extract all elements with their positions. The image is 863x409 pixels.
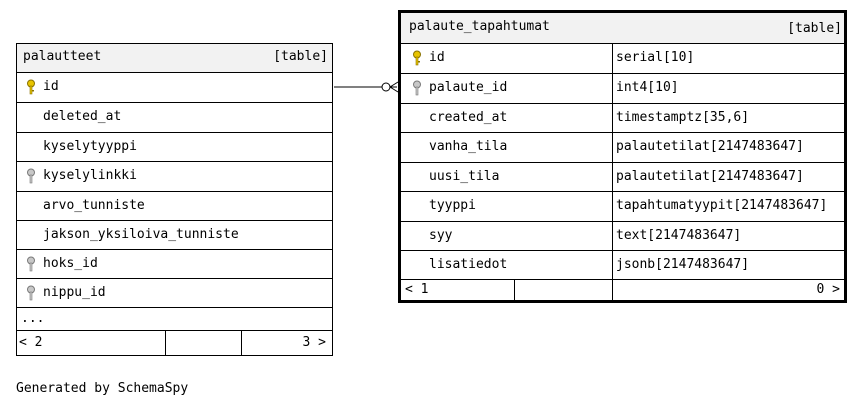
- table-footer: < 1 0 >: [401, 280, 844, 300]
- column-name: uusi_tila: [429, 169, 500, 184]
- foreign-key-icon: [27, 256, 35, 272]
- column-row: deleted_at: [17, 103, 332, 132]
- column-name: vanha_tila: [429, 139, 508, 154]
- column-row: arvo_tunniste: [17, 192, 332, 221]
- column-row: kyselylinkki: [17, 162, 332, 191]
- column-row: tyyppi tapahtumatyypit[2147483647]: [401, 192, 844, 221]
- column-name: created_at: [429, 110, 508, 125]
- column-row: kyselytyyppi: [17, 133, 332, 162]
- column-name: lisatiedot: [429, 257, 508, 272]
- column-row: syy text[2147483647]: [401, 222, 844, 251]
- column-type: palautetilat[2147483647]: [616, 139, 804, 154]
- zero-or-many-marker: [381, 82, 391, 92]
- primary-key-icon: [413, 50, 421, 66]
- column-row: vanha_tila palautetilat[2147483647]: [401, 133, 844, 162]
- column-type: int4[10]: [616, 80, 679, 95]
- foreign-key-icon: [27, 168, 35, 184]
- column-row: created_at timestamptz[35,6]: [401, 104, 844, 133]
- foreign-key-icon: [413, 80, 421, 96]
- table-palaute-tapahtumat[interactable]: palaute_tapahtumat [table] id serial[10]…: [398, 10, 847, 303]
- foreign-key-icon: [27, 285, 35, 301]
- column-row: id serial[10]: [401, 44, 844, 73]
- more-indicator: ...: [21, 311, 45, 326]
- table-name: palaute_tapahtumat: [409, 19, 550, 34]
- more-columns: ...: [17, 308, 332, 330]
- column-name: tyyppi: [429, 198, 476, 213]
- column-row: nippu_id: [17, 279, 332, 308]
- table-header: palautteet [table]: [17, 44, 332, 72]
- column-name: hoks_id: [43, 256, 98, 271]
- column-name: jakson_yksiloiva_tunniste: [43, 227, 239, 242]
- column-type: text[2147483647]: [616, 228, 742, 243]
- column-row: lisatiedot jsonb[2147483647]: [401, 251, 844, 280]
- table-name: palautteet: [23, 49, 102, 64]
- generated-by-caption: Generated by SchemaSpy: [16, 381, 189, 396]
- column-row: palaute_id int4[10]: [401, 74, 844, 103]
- column-name: arvo_tunniste: [43, 198, 145, 213]
- parents-count[interactable]: < 1: [405, 282, 429, 297]
- column-name: palaute_id: [429, 80, 508, 95]
- column-name: kyselylinkki: [43, 168, 137, 183]
- column-name: id: [43, 79, 59, 94]
- column-type: serial[10]: [616, 50, 695, 65]
- table-palautteet[interactable]: palautteet [table] id deleted_at kyselyt…: [16, 43, 333, 356]
- column-type: jsonb[2147483647]: [616, 257, 750, 272]
- table-kind: [table]: [273, 49, 328, 64]
- column-row: hoks_id: [17, 250, 332, 279]
- column-name: kyselytyyppi: [43, 139, 137, 154]
- children-count[interactable]: 0 >: [816, 282, 840, 297]
- column-name: id: [429, 50, 445, 65]
- column-name: deleted_at: [43, 109, 122, 124]
- column-type: timestamptz[35,6]: [616, 110, 750, 125]
- children-count[interactable]: 3 >: [302, 335, 326, 350]
- column-name: nippu_id: [43, 285, 106, 300]
- column-row: uusi_tila palautetilat[2147483647]: [401, 163, 844, 192]
- parents-count[interactable]: < 2: [19, 335, 43, 350]
- primary-key-icon: [27, 79, 35, 95]
- table-header: palaute_tapahtumat [table]: [401, 13, 844, 43]
- column-row: jakson_yksiloiva_tunniste: [17, 221, 332, 250]
- column-row: id: [17, 73, 332, 102]
- column-name: syy: [429, 228, 453, 243]
- table-footer: < 2 3 >: [17, 331, 332, 355]
- column-type: tapahtumatyypit[2147483647]: [616, 198, 828, 213]
- table-kind: [table]: [787, 21, 842, 36]
- column-type: palautetilat[2147483647]: [616, 169, 804, 184]
